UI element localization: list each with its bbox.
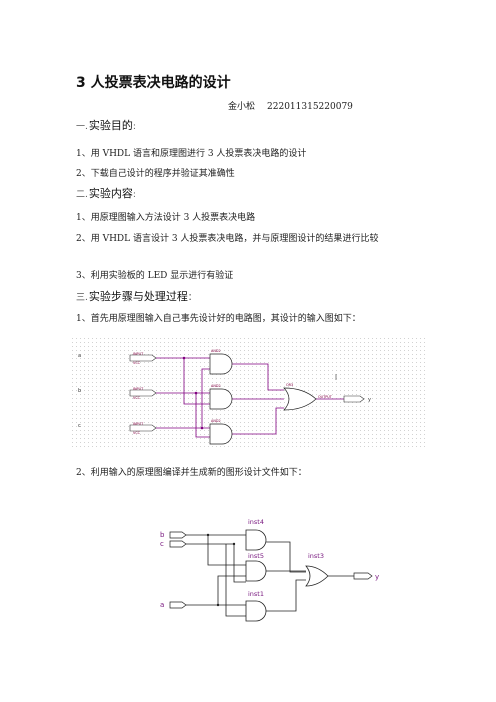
input-pin-b-label: b	[78, 388, 81, 394]
section-title: 实验目的	[88, 119, 133, 132]
objective-item-1: 1、用 VHDL 语言和原理图进行 3 人投票表决电路的设计	[76, 149, 307, 159]
input-b-label: b	[160, 531, 165, 539]
section-number: 二.	[76, 190, 88, 200]
pin-tag: INPUT	[133, 422, 144, 426]
section-heading-objective: 一.实验目的:	[76, 117, 136, 133]
input-pin-c	[169, 540, 187, 548]
and-gate-3: AND2	[209, 419, 233, 445]
output-pin-y: OUTPUT y	[318, 395, 371, 403]
pin-tag: OUTPUT	[318, 395, 333, 399]
and-gate-1: AND2	[209, 349, 233, 375]
content-item-1: 1、用原理图输入方法设计 3 人投票表决电路	[76, 213, 256, 223]
author-id: 222011315220079	[267, 102, 353, 112]
pin-vcc: VCC	[133, 431, 141, 435]
gate-label: AND2	[211, 419, 221, 423]
section-number: 一.	[76, 122, 88, 132]
pin-tag: INPUT	[133, 387, 144, 391]
section-colon: ：	[187, 293, 197, 303]
wire-junctions	[206, 533, 236, 607]
step-item-1: 1、首先用原理图输入自己事先设计好的电路图，其设计的输入图如下：	[76, 314, 361, 324]
content-item-3: 3、利用实验板的 LED 显示进行有验证	[76, 271, 234, 281]
gate-instance-label: inst1	[248, 590, 264, 598]
section-number: 三.	[76, 293, 88, 303]
input-pin-c: c INPUT VCC	[78, 422, 157, 435]
and-gate-2: AND2	[209, 384, 233, 410]
pin-vcc: VCC	[133, 396, 141, 400]
and-gate-inst4: inst4	[245, 518, 267, 551]
gate-label: AND2	[211, 384, 221, 388]
and-gate-inst1: inst1	[245, 590, 267, 622]
or-gate: OR3	[283, 383, 317, 411]
or-gate-inst3: inst3	[305, 552, 329, 587]
schematic-wires	[156, 357, 344, 438]
section-title: 实验内容	[88, 187, 133, 200]
input-pin-b	[169, 531, 187, 539]
section-colon: :	[132, 190, 136, 200]
and-gate-inst5: inst5	[245, 552, 267, 582]
output-y-label: y	[375, 573, 379, 581]
input-pin-c-label: c	[78, 423, 81, 429]
gate-instance-label: inst3	[308, 552, 324, 560]
step-item-2: 2、利用输入的原理图编译并生成新的图形设计文件如下：	[76, 468, 307, 478]
content-item-2: 2、用 VHDL 语言设计 3 人投票表决电路，并与原理图设计的结果进行比较	[76, 234, 379, 244]
schematic-editor-figure: a INPUT VCC b INPUT VCC c INPUT VCC AND2	[72, 338, 426, 448]
section-heading-steps: 三.实验步骤与处理过程：	[76, 288, 197, 304]
author-name: 金小松	[228, 102, 256, 112]
circuit-wires	[186, 534, 372, 617]
pin-vcc: VCC	[133, 361, 141, 365]
gate-instance-label: inst4	[248, 518, 264, 526]
input-a-label: a	[160, 601, 164, 609]
author-line: 金小松 222011315220079	[228, 99, 365, 112]
section-heading-content: 二.实验内容:	[76, 185, 136, 201]
gate-instance-label: inst5	[248, 552, 264, 560]
section-colon: :	[132, 122, 136, 132]
objective-item-2: 2、下载自己设计的程序并验证其准确性	[76, 169, 235, 179]
generated-circuit-figure: b c a inst4 inst5 inst1	[150, 512, 390, 622]
section-title: 实验步骤与处理过程	[88, 290, 188, 303]
wire-junctions	[182, 356, 204, 430]
gate-label: AND2	[211, 349, 221, 353]
input-c-label: c	[160, 540, 164, 548]
input-pin-a-label: a	[78, 353, 81, 359]
document-title: 3 人投票表决电路的设计	[76, 75, 231, 91]
output-pin-y: y	[353, 572, 379, 581]
input-pin-a	[169, 601, 187, 609]
input-pin-b: b INPUT VCC	[78, 387, 157, 400]
gate-label: OR3	[286, 383, 293, 387]
input-pin-a: a INPUT VCC	[78, 352, 157, 365]
output-pin-y-label: y	[368, 397, 371, 403]
pin-tag: INPUT	[133, 352, 144, 356]
